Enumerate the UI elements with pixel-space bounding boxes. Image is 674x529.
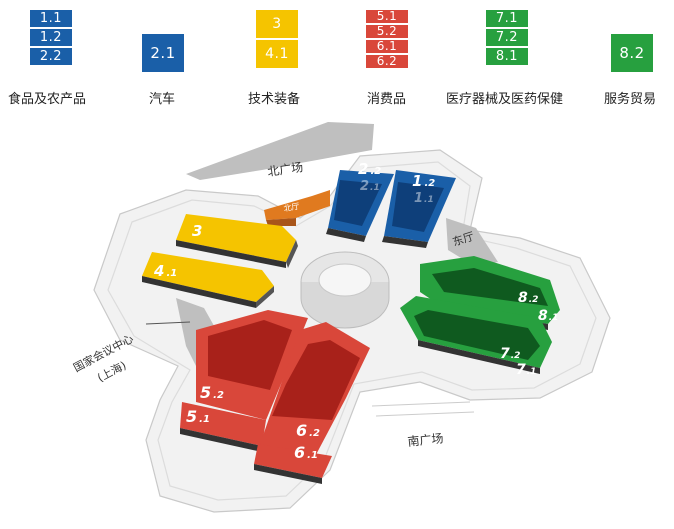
legend-label-auto: 汽车 (149, 92, 176, 107)
hall-4-1-label: 4.1 (153, 262, 177, 280)
legend-hall-4-1: 4.1 (256, 40, 298, 68)
north-plaza (186, 122, 374, 180)
center-leader-line (145, 321, 191, 325)
legend-group-medical: 7.1 7.2 8.1 (486, 10, 528, 65)
hall-1-2-label: 1.2 (412, 172, 435, 190)
legend-group-food: 1.1 1.2 2.2 (30, 10, 72, 65)
hall-2-2-label: 2.2 (358, 160, 381, 178)
north-hall (264, 190, 330, 220)
hall-3-label: 3 (192, 222, 202, 240)
hall-5-2-label: 5.2 (200, 383, 224, 402)
east-hall (446, 218, 498, 266)
legend-hall-1-2: 1.2 (30, 29, 72, 46)
hall-2-1-label: 2.1 (360, 179, 380, 194)
hall-5-1-roof[interactable] (180, 402, 266, 446)
hall-block-red (180, 310, 370, 484)
hall-block-blue (326, 170, 456, 248)
legend-label-medical: 医疗器械及医药保健 (446, 92, 564, 107)
legend-hall-5-2: 5.2 (366, 25, 408, 38)
hall-4-1-roof[interactable] (142, 252, 274, 302)
hall-block-yellow (142, 214, 298, 308)
legend-group-tech: 3 4.1 (256, 10, 298, 68)
legend-group-auto: 2.1 (142, 34, 184, 72)
hall-5-1-label: 5.1 (186, 407, 210, 426)
legend-hall-6-2: 6.2 (366, 55, 408, 68)
legend-hall-6-1: 6.1 (366, 40, 408, 53)
legend-label-tech: 技术装备 (248, 92, 301, 107)
north-plaza-label: 北广场 (266, 160, 304, 179)
east-hall-label: 东厅 (451, 230, 476, 249)
hall-7-2-label: 7.2 (500, 346, 520, 362)
legend-group-consumer: 5.1 5.2 6.1 6.2 (366, 10, 408, 68)
legend-label-food: 食品及农产品 (8, 92, 87, 107)
hall-8-2-label: 8.2 (518, 290, 538, 306)
legend-hall-3: 3 (256, 10, 298, 38)
north-hall-label: 北厅 (283, 202, 300, 214)
hall-1-1-label: 1.1 (414, 191, 434, 206)
legend-hall-8-2: 8.2 (611, 34, 653, 72)
legend-hall-8-1: 8.1 (486, 48, 528, 65)
center-rotunda (300, 251, 390, 329)
hall-6-2-label: 6.2 (296, 421, 320, 440)
hall-8-1-label: 8.1 (538, 308, 558, 324)
legend-hall-2-1: 2.1 (142, 34, 184, 72)
hall-7-1-label: 7.1 (516, 362, 536, 378)
legend-hall-7-2: 7.2 (486, 29, 528, 46)
south-plaza (371, 401, 475, 417)
hall-6-1-label: 6.1 (294, 443, 318, 462)
legend-hall-1-1: 1.1 (30, 10, 72, 27)
legend-group-service: 8.2 (611, 34, 653, 72)
hall-6-1-roof[interactable] (254, 444, 332, 478)
legend-label-consumer: 消费品 (367, 92, 407, 107)
south-plaza-label: 南广场 (407, 430, 444, 449)
venue-map: 北广场 南广场 北厅 东厅 国家会议中心 (上海) 2.2 2.1 1.2 1.… (71, 122, 611, 513)
legend-hall-7-1: 7.1 (486, 10, 528, 27)
legend-hall-5-1: 5.1 (366, 10, 408, 23)
hall-block-green (400, 256, 560, 374)
legend-label-service: 服务贸易 (604, 92, 657, 107)
legend: 1.1 1.2 2.2 食品及农产品 2.1 汽车 3 4.1 技术装备 5.1… (0, 0, 674, 112)
legend-hall-2-2: 2.2 (30, 48, 72, 65)
hall-3-roof[interactable] (176, 214, 296, 262)
